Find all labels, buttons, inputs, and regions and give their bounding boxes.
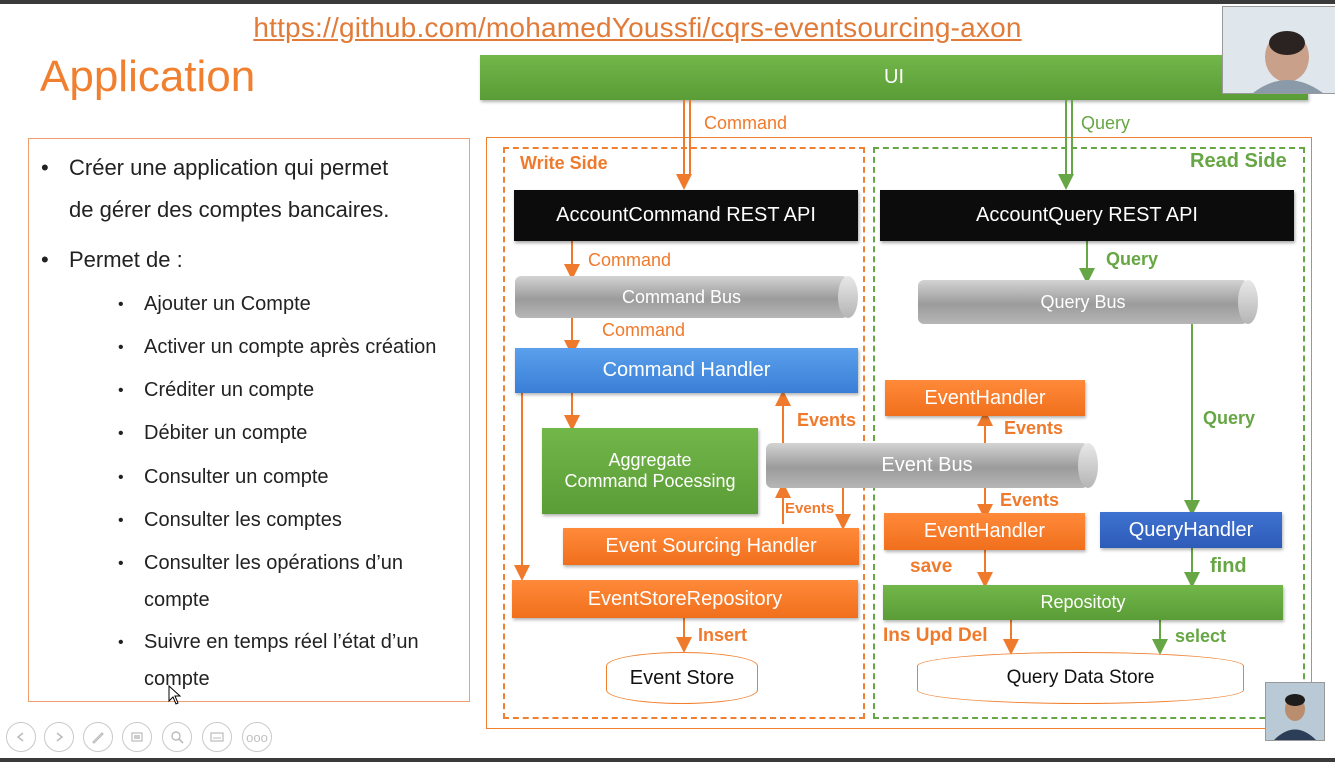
event-handler-top-label: EventHandler [924,386,1046,409]
mouse-cursor-icon [168,685,182,705]
account-command-api: AccountCommand REST API [514,190,858,241]
account-command-api-label: AccountCommand REST API [556,204,816,226]
event-store-repository-label: EventStoreRepository [587,587,783,610]
slide-title: Application [40,52,256,101]
cylinder-cap [1078,443,1098,488]
query-handler-label: QueryHandler [1128,518,1254,541]
bullet-sub-8-cont: compte [144,661,210,698]
label-save: save [910,556,953,577]
event-handler-bottom: EventHandler [884,513,1085,550]
more-label: ooo [246,729,268,745]
event-bus-label: Event Bus [881,454,973,476]
presenter-webcam [1222,6,1335,94]
bullet-sub-text: Activer un compte après création [144,336,437,358]
more-icon[interactable]: ooo [242,722,272,752]
bullet-sub-7: •Consulter les opérations d’un [118,552,404,574]
label-query-2: Query [1203,408,1256,428]
bullet-sub-6: •Consulter les comptes [118,509,342,531]
label-events-esh: Events [785,500,835,517]
repository-label: Repositoty [1040,592,1126,612]
bullet-main-2-line1: Permet de : [69,247,183,272]
account-query-api-label: AccountQuery REST API [976,204,1198,226]
label-command-1: Command [588,250,672,270]
command-bus: Command Bus [515,276,858,318]
event-sourcing-handler-label: Event Sourcing Handler [605,535,817,557]
command-bus-label: Command Bus [621,286,742,307]
label-insert: Insert [698,625,748,645]
slides-icon[interactable] [122,722,152,752]
query-data-store-label: Query Data Store [1006,667,1155,688]
bullet-main-2: • Permet de : [41,239,183,281]
cylinder-cap [838,276,858,318]
event-handler-bottom-label: EventHandler [923,520,1046,542]
query-bus-label: Query Bus [1040,291,1126,312]
ui-label: UI [884,66,904,88]
label-query-1: Query [1106,249,1159,269]
bullet-sub-text: Débiter un compte [144,422,308,444]
subtitles-icon[interactable] [202,722,232,752]
cylinder-cap [1238,280,1258,324]
event-store-repository: EventStoreRepository [512,580,858,618]
command-handler: Command Handler [515,348,858,393]
pen-icon[interactable] [83,722,113,752]
prev-icon[interactable] [6,722,36,752]
aggregate-line2: Command Pocessing [564,471,736,491]
bullet-sub-text: Consulter les comptes [144,509,342,531]
window-top-border [0,0,1335,4]
bullet-sub-text: Suivre en temps réel l’état d’un [144,631,419,653]
bullet-sub-3: •Créditer un compte [118,379,315,401]
bullet-panel: • Créer une application qui permet de gé… [28,138,470,702]
event-bus: Event Bus [766,443,1098,488]
command-handler-label: Command Handler [602,359,771,381]
event-handler-top: EventHandler [885,380,1085,416]
repo-link[interactable]: https://github.com/mohamedYoussfi/cqrs-e… [253,12,1022,43]
bullet-sub-1: •Ajouter un Compte [118,293,311,315]
label-events-up: Events [1004,418,1064,438]
repository: Repositoty [883,585,1283,620]
query-handler: QueryHandler [1100,512,1282,548]
bullet-sub-7-cont: compte [144,582,210,619]
label-query-ui: Query [1081,113,1131,133]
label-select: select [1175,626,1227,646]
bullet-main-1: • Créer une application qui permet de gé… [41,147,390,231]
next-icon[interactable] [44,722,74,752]
bullet-sub-4: •Débiter un compte [118,422,308,444]
bullet-sub-text: Consulter un compte [144,466,329,488]
bullet-main-1-line1: Créer une application qui permet [69,155,389,180]
label-find: find [1210,555,1247,577]
aggregate-line1: Aggregate [608,450,692,470]
bullet-sub-2: •Activer un compte après création [118,336,437,358]
account-query-api: AccountQuery REST API [880,190,1294,241]
event-sourcing-handler: Event Sourcing Handler [563,528,859,565]
participant-webcam [1265,682,1325,741]
bullet-main-1-line2: de gérer des comptes bancaires. [69,197,390,222]
label-command-2: Command [602,320,686,340]
write-side-label: Write Side [520,153,608,173]
bullet-sub-5: •Consulter un compte [118,466,329,488]
aggregate-command-processing: Aggregate Command Pocessing [542,428,758,514]
bullet-sub-text: compte [144,589,210,611]
query-data-store: Query Data Store [917,652,1244,704]
read-side-region [873,147,1305,719]
bullet-sub-text: Créditer un compte [144,379,315,401]
diagram-frame [486,137,1312,729]
window-bottom-border [0,758,1335,762]
presenter-video-icon [1223,7,1335,93]
label-ins-upd-del: Ins Upd Del [883,625,988,646]
ui-bar: UI [480,55,1308,100]
bullet-sub-text: compte [144,668,210,690]
participant-video-icon [1266,683,1324,740]
label-events-ch: Events [797,410,857,430]
bullet-sub-text: Ajouter un Compte [144,293,311,315]
event-store: Event Store [606,652,758,704]
event-store-label: Event Store [629,666,735,689]
label-command-ui: Command [704,113,788,133]
zoom-icon[interactable] [162,722,192,752]
bullet-sub-8: •Suivre en temps réel l’état d’un [118,631,419,653]
bullet-sub-text: Consulter les opérations d’un [144,552,404,574]
read-side-label: Read Side [1190,150,1287,172]
label-events-down: Events [1000,490,1060,510]
query-bus: Query Bus [918,280,1258,324]
